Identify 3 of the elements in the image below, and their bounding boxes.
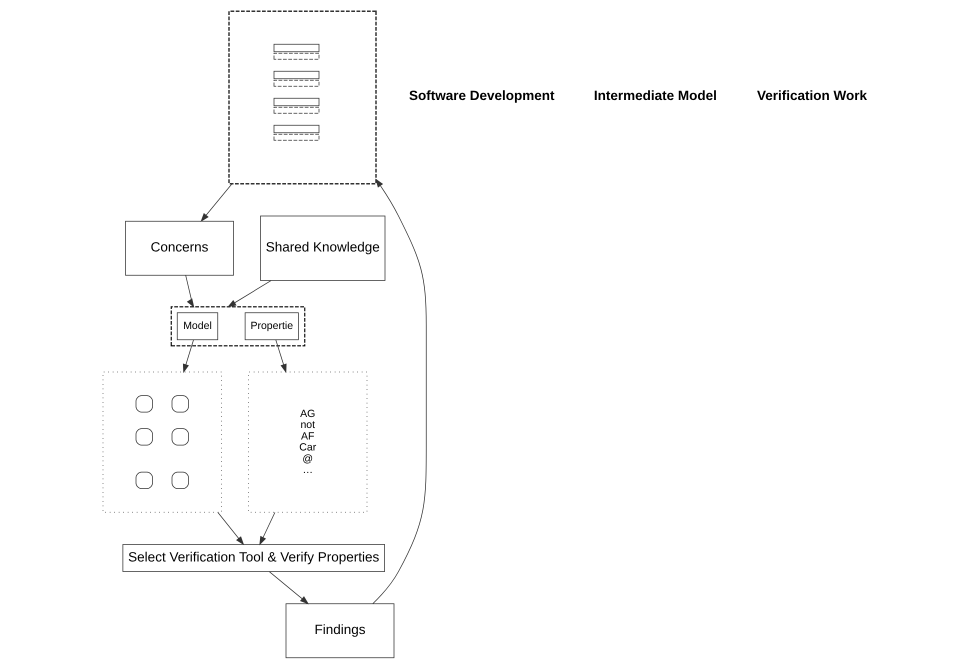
label: Verification Work bbox=[757, 88, 868, 104]
label: Software Development bbox=[409, 88, 555, 104]
label: Intermediate Model bbox=[594, 88, 717, 104]
